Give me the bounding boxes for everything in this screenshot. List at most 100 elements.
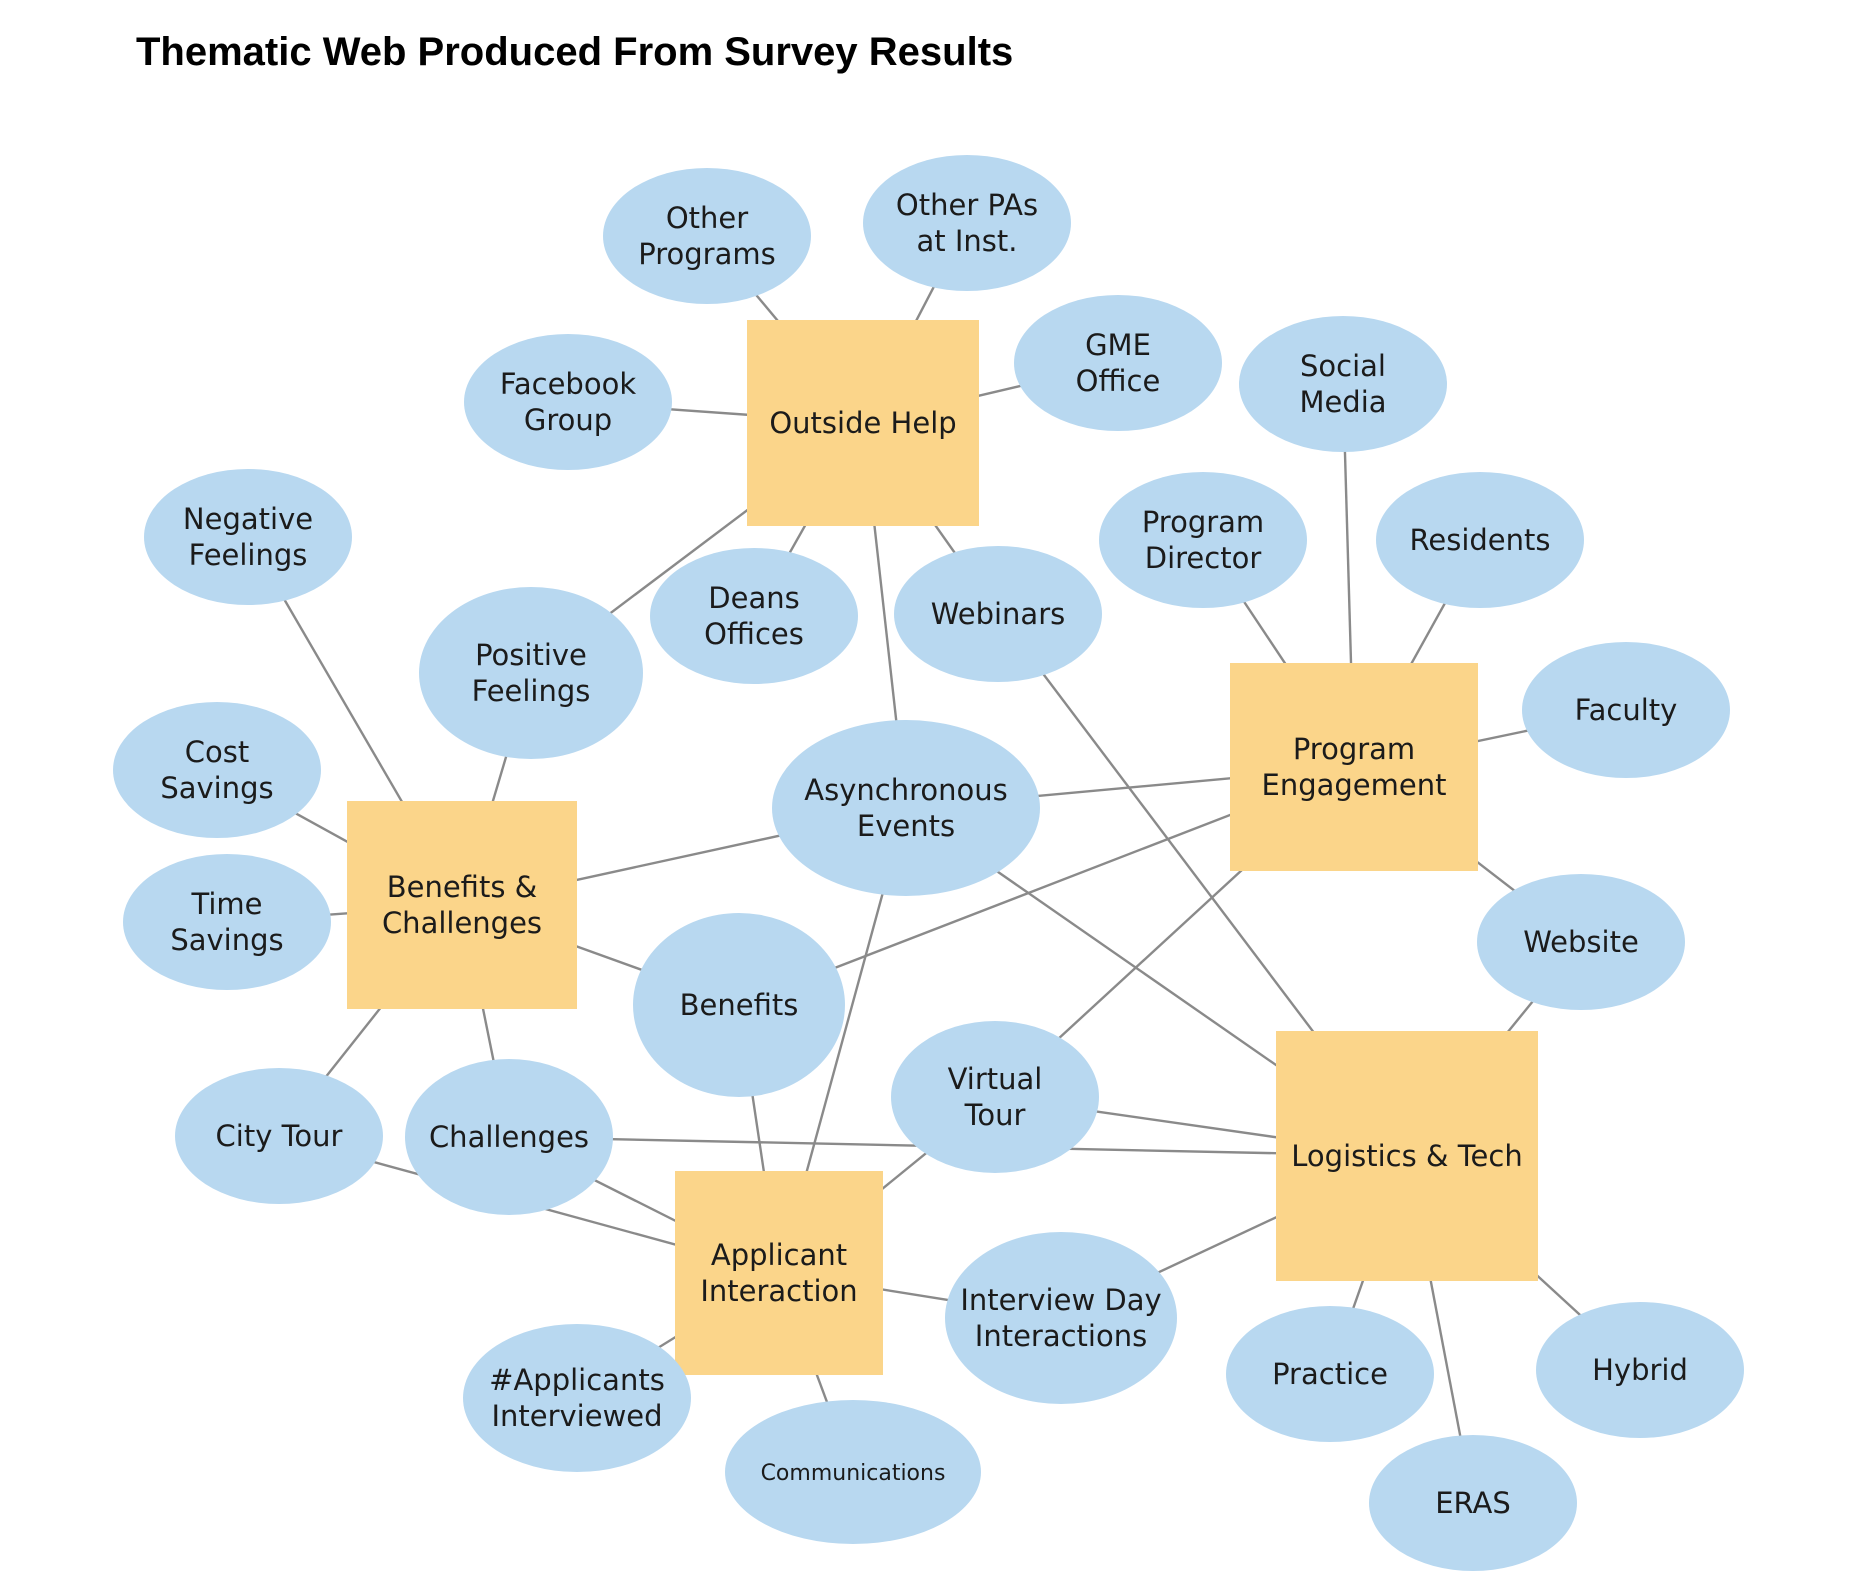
node-label-cost-savings-line-0: Cost (185, 735, 249, 769)
node-webinars: Webinars (894, 546, 1102, 682)
subtheme-ellipse-positive-feelings (419, 587, 643, 759)
node-website: Website (1477, 874, 1685, 1010)
subtheme-ellipse-communications (725, 1400, 981, 1544)
theme-box-program-engagement (1230, 663, 1478, 871)
node-label-other-pas-line-1: at Inst. (917, 224, 1018, 258)
subtheme-ellipse-negative-feelings (144, 469, 352, 605)
subtheme-ellipse-website (1477, 874, 1685, 1010)
node-label-applicant-interaction-line-1: Interaction (700, 1274, 857, 1308)
subtheme-ellipse-social-media (1239, 316, 1447, 452)
subtheme-ellipse-residents (1376, 472, 1584, 608)
subtheme-ellipse-other-pas (863, 155, 1071, 291)
node-label-applicant-interaction-line-0: Applicant (711, 1238, 847, 1272)
node-benefits: Benefits (633, 913, 845, 1097)
node-label-program-director-line-0: Program (1142, 505, 1264, 539)
node-label-interview-day-line-1: Interactions (975, 1319, 1147, 1353)
node-label-program-engagement-line-1: Engagement (1262, 768, 1447, 802)
subtheme-ellipse-time-savings (123, 854, 331, 990)
node-eras: ERAS (1369, 1435, 1577, 1571)
node-label-program-director-line-1: Director (1145, 541, 1262, 575)
subtheme-ellipse-asynchronous-events (772, 720, 1040, 896)
node-residents: Residents (1376, 472, 1584, 608)
theme-box-logistics-tech (1276, 1031, 1538, 1281)
subtheme-ellipse-applicants-interviewed (463, 1324, 691, 1472)
node-label-cost-savings-line-1: Savings (160, 771, 273, 805)
node-label-website-line-0: Website (1523, 925, 1639, 959)
node-label-time-savings-line-1: Savings (170, 923, 283, 957)
subtheme-ellipse-gme-office (1014, 295, 1222, 431)
node-label-negative-feelings-line-0: Negative (183, 502, 313, 536)
subtheme-ellipse-faculty (1522, 642, 1730, 778)
node-city-tour: City Tour (175, 1068, 383, 1204)
subtheme-ellipse-interview-day (945, 1232, 1177, 1404)
node-label-logistics-tech-line-0: Logistics & Tech (1291, 1139, 1522, 1173)
subtheme-ellipse-virtual-tour (891, 1021, 1099, 1173)
node-label-faculty-line-0: Faculty (1575, 693, 1678, 727)
node-label-residents-line-0: Residents (1410, 523, 1551, 557)
theme-box-outside-help (747, 320, 979, 526)
node-label-applicants-interviewed-line-1: Interviewed (491, 1399, 662, 1433)
node-label-benefits-challenges-line-1: Challenges (382, 906, 542, 940)
subtheme-ellipse-deans-offices (650, 548, 858, 684)
node-label-challenges-line-0: Challenges (429, 1120, 589, 1154)
node-label-positive-feelings-line-0: Positive (475, 638, 587, 672)
node-label-other-pas-line-0: Other PAs (896, 188, 1038, 222)
subtheme-ellipse-challenges (405, 1059, 613, 1215)
node-label-interview-day-line-0: Interview Day (960, 1283, 1161, 1317)
node-label-city-tour-line-0: City Tour (216, 1119, 343, 1153)
node-hybrid: Hybrid (1536, 1302, 1744, 1438)
subtheme-ellipse-other-programs (603, 168, 811, 304)
node-label-asynchronous-events-line-1: Events (857, 809, 955, 843)
node-label-practice-line-0: Practice (1272, 1357, 1388, 1391)
subtheme-ellipse-program-director (1099, 472, 1307, 608)
node-label-webinars-line-0: Webinars (931, 597, 1065, 631)
node-label-applicants-interviewed-line-0: #Applicants (489, 1363, 665, 1397)
page-title: Thematic Web Produced From Survey Result… (136, 30, 1014, 74)
theme-box-applicant-interaction (675, 1171, 883, 1375)
node-label-benefits-line-0: Benefits (680, 988, 799, 1022)
node-label-social-media-line-1: Media (1299, 385, 1386, 419)
node-label-virtual-tour-line-0: Virtual (948, 1062, 1043, 1096)
node-benefits-challenges: Benefits &Challenges (347, 801, 577, 1009)
node-label-social-media-line-0: Social (1300, 349, 1386, 383)
node-communications: Communications (725, 1400, 981, 1544)
node-label-deans-offices-line-0: Deans (708, 581, 799, 615)
node-label-time-savings-line-0: Time (191, 887, 263, 921)
node-label-program-engagement-line-0: Program (1293, 732, 1415, 766)
node-label-virtual-tour-line-1: Tour (964, 1098, 1026, 1132)
node-practice: Practice (1226, 1306, 1434, 1442)
subtheme-ellipse-benefits (633, 913, 845, 1097)
node-label-outside-help-line-0: Outside Help (769, 406, 956, 440)
node-label-eras-line-0: ERAS (1435, 1486, 1511, 1520)
node-label-communications-line-0: Communications (761, 1461, 946, 1486)
node-label-hybrid-line-0: Hybrid (1592, 1353, 1688, 1387)
subtheme-ellipse-eras (1369, 1435, 1577, 1571)
node-label-deans-offices-line-1: Offices (704, 617, 804, 651)
subtheme-ellipse-webinars (894, 546, 1102, 682)
subtheme-ellipse-facebook-group (464, 334, 672, 470)
node-label-gme-office-line-0: GME (1085, 328, 1151, 362)
subtheme-ellipse-hybrid (1536, 1302, 1744, 1438)
node-label-other-programs-line-1: Programs (638, 237, 775, 271)
theme-box-benefits-challenges (347, 801, 577, 1009)
node-label-asynchronous-events-line-0: Asynchronous (804, 773, 1007, 807)
node-label-other-programs-line-0: Other (666, 201, 748, 235)
subtheme-ellipse-city-tour (175, 1068, 383, 1204)
